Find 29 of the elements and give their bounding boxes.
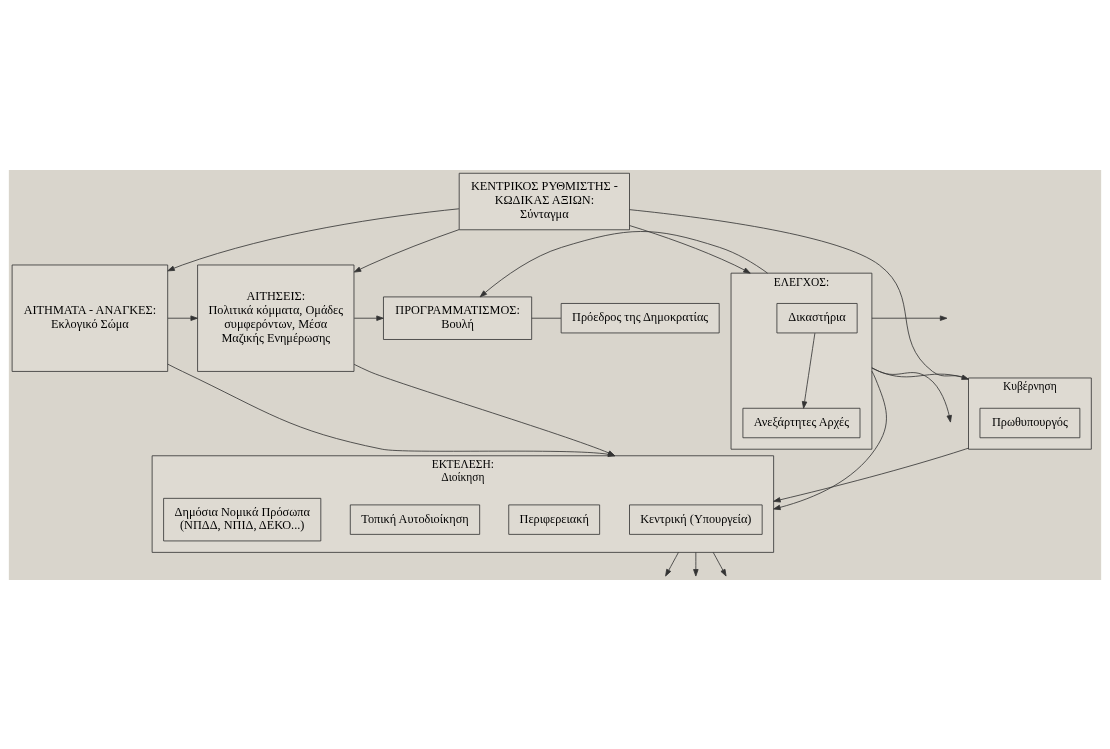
connector xyxy=(629,208,969,380)
node-box: ΑΙΤΗΣΕΙΣ: Πολιτικά κόμματα, Ομάδες συμφερόντων, Μέσα Μαζικής Ενημέρωσης xyxy=(197,264,355,372)
node-box: ΑΙΤΗΜΑΤΑ - ΑΝΑΓΚΕΣ: Εκλογικό Σώμα xyxy=(11,264,169,372)
arrow xyxy=(773,447,969,502)
node-box: Τοπική Αυτοδιοίκηση xyxy=(349,504,481,535)
node-box: Περιφερειακή xyxy=(508,504,601,535)
arrow xyxy=(693,551,699,576)
arrow xyxy=(871,315,948,321)
arrow xyxy=(479,230,768,297)
arrow xyxy=(167,315,198,321)
node-box: Πρόεδρος της Δημοκρατίας xyxy=(560,302,720,333)
arrow xyxy=(871,366,952,423)
arrow xyxy=(665,551,679,576)
node-box: Ανεξάρτητες Αρχές xyxy=(742,407,861,438)
arrow xyxy=(629,224,751,274)
arrow xyxy=(353,315,384,321)
arrow xyxy=(801,332,816,409)
arrow xyxy=(773,370,887,510)
node-box: Δικαστήρια xyxy=(776,302,858,333)
arrow xyxy=(353,228,460,273)
connector xyxy=(531,317,562,319)
node-box: ΠΡΟΓΡΑΜΜΑΤΙΣΜΟΣ: Βουλή xyxy=(383,296,533,340)
node-box: Κεντρική (Υπουργεία) xyxy=(629,504,763,535)
arrow xyxy=(871,367,969,380)
node-box: Πρωθυπουργός xyxy=(979,407,1081,438)
arrow xyxy=(167,207,460,271)
node-box: Δημόσια Νομικά Πρόσωπα (ΝΠΔΔ, ΝΠΙΔ, ΔΕΚΟ...) xyxy=(163,497,322,541)
arrow xyxy=(712,551,727,576)
node-box: ΚΕΝΤΡΙΚΟΣ ΡΥΘΜΙΣΤΗΣ - ΚΩΔΙΚΑΣ ΑΞΙΩΝ: Σύνταγμα xyxy=(458,172,630,230)
